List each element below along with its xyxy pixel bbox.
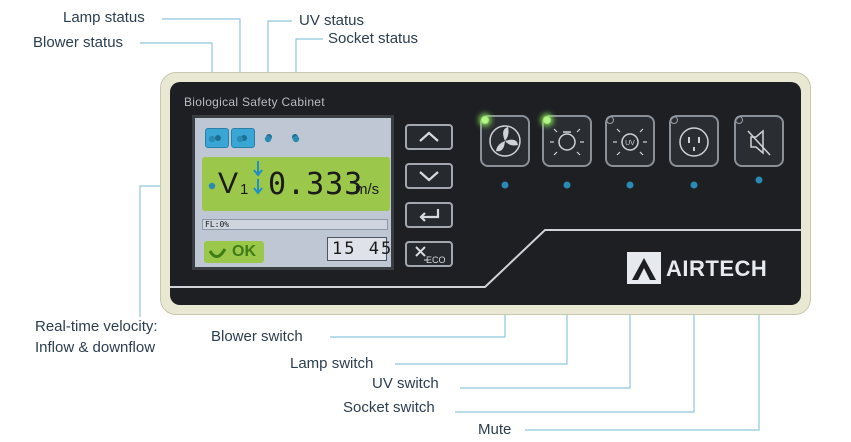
blower-switch-button[interactable] [480,115,530,167]
uv-status-icon [257,128,281,148]
ok-label: OK [232,243,256,260]
clock-time: 15 45 [332,239,394,259]
callout-velocity-line1: Real-time velocity: [35,318,158,335]
lamp-switch-button[interactable] [542,115,592,167]
callout-socket-switch: Socket switch [343,399,435,416]
down-arrow-icon [419,171,439,182]
uv-icon: UV [613,128,647,156]
callout-blower-status: Blower status [33,34,124,51]
ok-indicator [204,241,264,263]
velocity-subscript: 1 [240,181,249,198]
callout-lamp-switch: Lamp switch [290,355,374,372]
callout-lamp-status: Lamp status [63,9,145,26]
velocity-value: 0.333 [268,167,364,202]
velocity-symbol: V [218,167,239,200]
socket-switch-button[interactable] [669,115,719,167]
socket-led [670,116,678,124]
panel-accent-line [170,229,801,288]
lamp-status-icon [231,128,255,148]
up-button[interactable] [405,124,453,150]
mute-switch-button[interactable] [734,115,784,167]
callout-socket-status: Socket status [328,30,419,47]
callout-velocity-line2: Inflow & downflow [35,339,156,356]
callout-uv-status: UV status [299,12,365,29]
enter-button[interactable] [405,202,453,228]
callout-uv-switch: UV switch [372,375,439,392]
blower-led [481,116,489,124]
lamp-led [543,116,551,124]
clock-display [327,237,387,261]
eco-label: ECO [426,255,446,265]
eco-button[interactable] [405,241,453,267]
uv-icon-text: UV [625,140,635,147]
fan-icon [489,125,521,157]
down-button[interactable] [405,163,453,189]
filter-label: FL:0% [205,220,230,229]
lamp-icon [550,128,584,156]
velocity-display [202,157,390,211]
uv-switch-button[interactable]: UV [605,115,655,167]
callout-mute: Mute [478,421,512,438]
socket-status-icon [283,128,307,148]
blower-status-icon [205,128,229,148]
callout-blower-switch: Blower switch [211,328,303,345]
up-arrow-icon [419,131,439,142]
enter-icon [419,209,440,222]
velocity-unit: m/s [355,181,380,198]
socket-icon [679,127,709,157]
airtech-logo-icon [627,252,661,284]
mute-icon [747,129,771,156]
uv-led [606,116,614,124]
eco-icon [415,246,429,261]
device-title: Biological Safety Cabinet [184,95,325,109]
filter-bar [202,219,388,230]
flow-arrows-icon [253,161,263,195]
brand-name: AIRTECH [666,256,768,281]
mute-led [735,116,743,124]
ok-check-icon [208,248,227,258]
